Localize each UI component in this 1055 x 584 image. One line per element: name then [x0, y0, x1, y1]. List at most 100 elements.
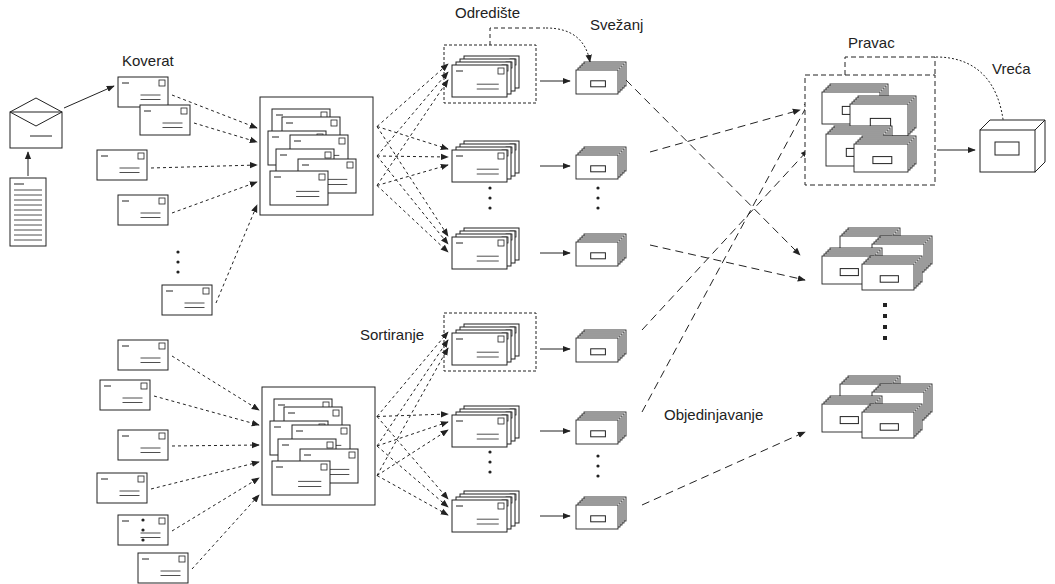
stage-label: Koverat [120, 52, 176, 70]
stage-label: Vreća [990, 60, 1033, 78]
collect-arrow [194, 123, 257, 142]
ellipsis-dot [141, 518, 144, 521]
sorted-stack [452, 324, 519, 365]
envelope [140, 105, 190, 135]
ellipsis-dot [488, 460, 491, 463]
bundle [576, 234, 626, 266]
envelope [97, 473, 147, 503]
envelope [97, 150, 147, 180]
envelope [272, 461, 330, 495]
ellipsis-dot [141, 528, 144, 531]
destination-frame [444, 45, 536, 103]
ellipsis-dot [596, 454, 599, 457]
collect-arrow [172, 478, 259, 531]
envelope [118, 195, 168, 225]
ellipsis-dot [488, 470, 491, 473]
ellipsis-dot [883, 336, 887, 340]
envelope [452, 237, 507, 269]
ellipsis-dot [488, 450, 491, 453]
destination-bracket [490, 28, 545, 45]
letter-document [10, 178, 46, 246]
distribute-arrow [377, 156, 448, 157]
ellipsis-dot [596, 206, 599, 209]
collection-box [260, 97, 373, 215]
ellipsis-dot [596, 186, 599, 189]
distribute-arrow [377, 476, 448, 516]
distribute-arrow [377, 127, 448, 237]
ellipsis-dot [883, 325, 887, 329]
envelope [270, 171, 328, 205]
envelope [452, 333, 507, 365]
ellipsis-dot [176, 250, 179, 253]
envelope [162, 285, 212, 315]
bundle-arrow [540, 516, 570, 517]
bundle [862, 404, 922, 438]
route-frame [805, 75, 935, 185]
collect-arrow [172, 182, 257, 213]
stage-label: Objedinjavanje [662, 406, 765, 424]
insert-arrow [28, 152, 29, 176]
ellipsis-dot [596, 196, 599, 199]
merged-stack [822, 376, 932, 438]
envelope [452, 415, 507, 447]
envelope [452, 150, 507, 182]
collect-arrow [151, 165, 257, 168]
sorted-stack [452, 228, 519, 269]
envelope [138, 553, 188, 583]
merge-arrow [642, 100, 810, 412]
distribute-arrow [377, 80, 448, 186]
collection-box [262, 387, 375, 505]
distribute-arrow [377, 414, 448, 417]
merge-arrow [650, 245, 805, 280]
distribute-arrow [377, 340, 448, 446]
route-bundles [822, 84, 916, 172]
flow-lines [28, 28, 1004, 569]
mail-bag [980, 120, 1045, 172]
distribute-arrow [377, 430, 448, 476]
bundle [576, 147, 626, 179]
envelope [118, 77, 168, 107]
stage-label: Pravac [846, 34, 897, 52]
collect-arrow [154, 396, 259, 425]
ellipsis-dot [488, 196, 491, 199]
ellipsis-dot [596, 474, 599, 477]
bundle [576, 412, 626, 444]
bundle-arrow [540, 253, 570, 254]
merge-arrow [642, 432, 805, 505]
envelope [100, 380, 150, 410]
ellipsis-dot [488, 206, 491, 209]
mail-shapes [10, 45, 1045, 583]
distribute-arrow [377, 417, 448, 500]
sorted-stack [452, 56, 519, 97]
merge-arrow [642, 150, 808, 330]
collect-arrow [151, 462, 259, 489]
post-arrow [64, 86, 114, 108]
ellipsis-dot [141, 538, 144, 541]
bundle [576, 62, 626, 94]
envelope [452, 500, 507, 532]
route-bracket [845, 57, 935, 75]
distribute-arrow [377, 127, 448, 150]
ellipsis-dot [176, 270, 179, 273]
envelope [118, 515, 168, 545]
destination-frame [444, 313, 536, 371]
bundle [576, 497, 626, 529]
stage-label: Sortiranje [358, 326, 426, 344]
bundle [576, 330, 626, 362]
sorted-stack [452, 406, 519, 447]
collect-arrow [172, 445, 259, 446]
distribute-arrow [377, 165, 448, 186]
distribute-arrow [377, 348, 448, 476]
collect-arrow [192, 495, 259, 569]
bundle-arrow [540, 349, 570, 350]
distribute-arrow [377, 332, 448, 417]
envelope [452, 65, 507, 97]
bag-arrow [937, 150, 975, 151]
ellipsis-dot [883, 314, 887, 318]
distribute-arrow [377, 422, 448, 446]
bundle-arrow [540, 431, 570, 432]
merge-arrow [650, 110, 800, 152]
bundle-arrow [540, 81, 570, 82]
